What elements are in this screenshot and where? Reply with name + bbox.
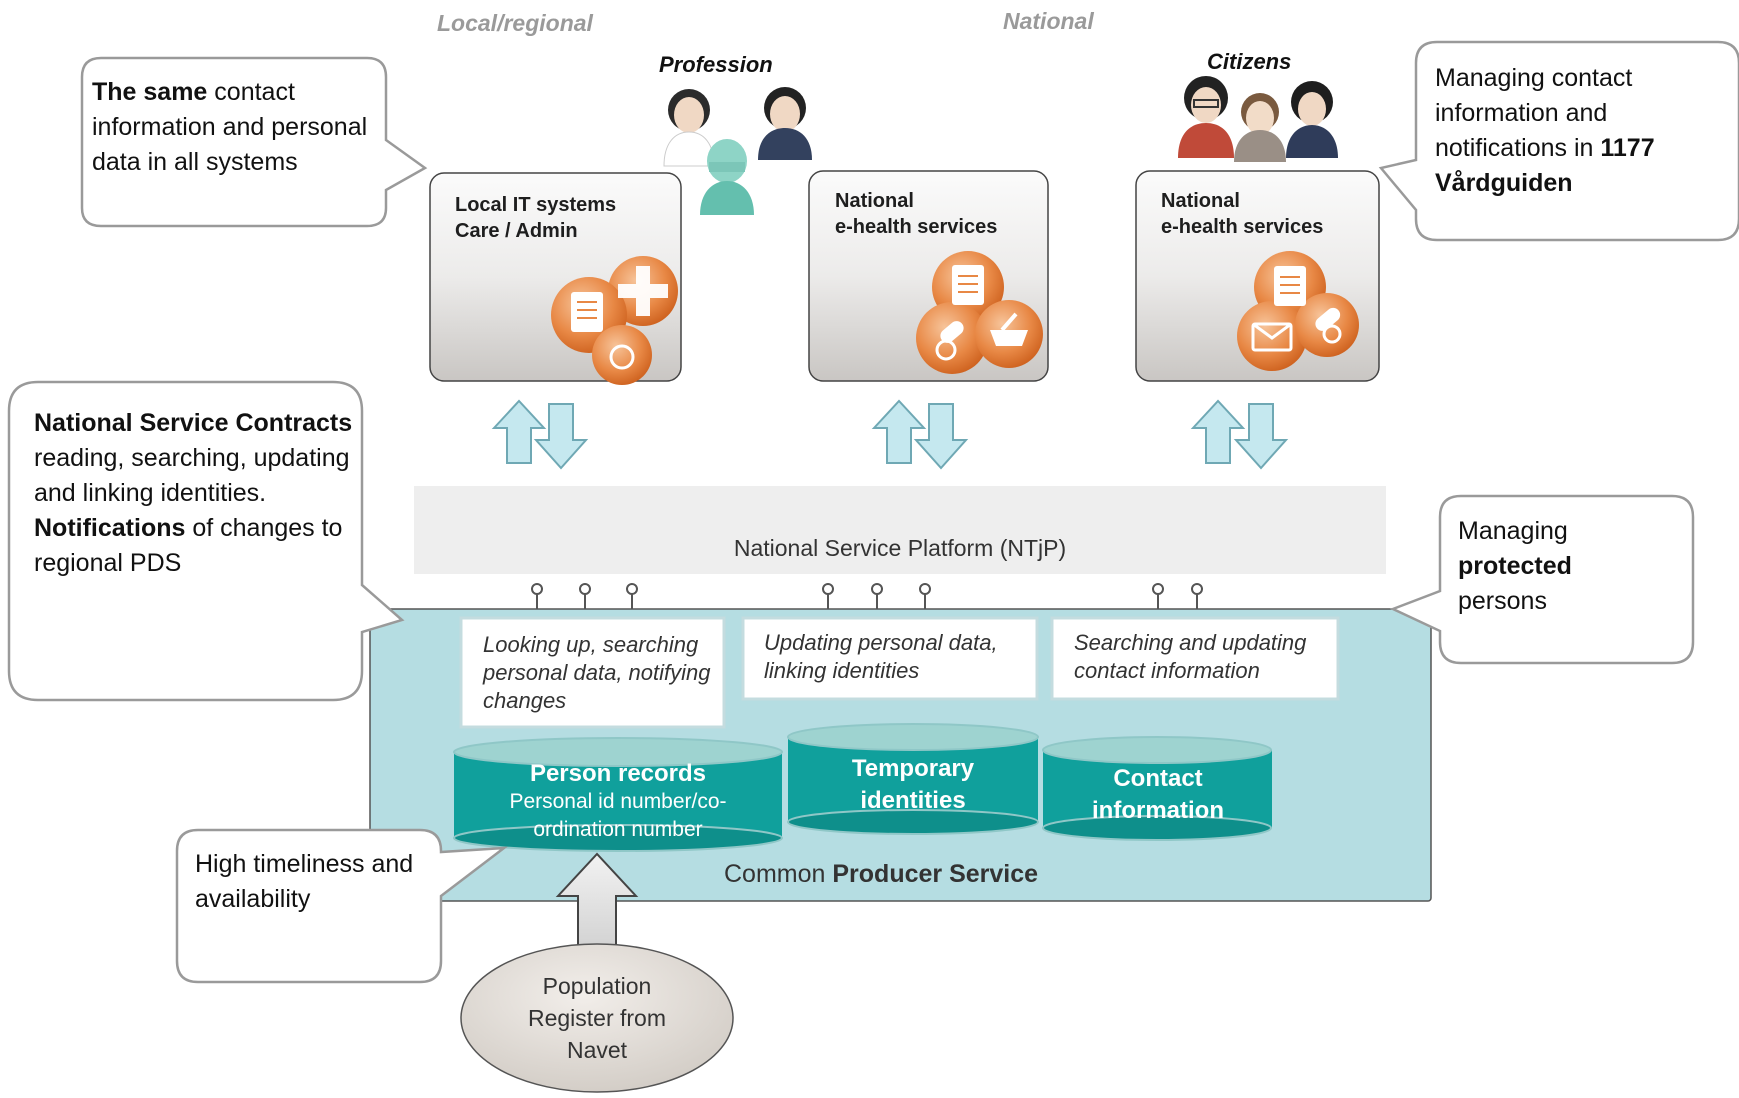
service-box-2 <box>741 616 1039 701</box>
service-text-3: Searching and updating contact informati… <box>1074 630 1307 683</box>
person-records-db <box>453 737 783 852</box>
arrows-national-1 <box>871 399 969 470</box>
arrows-local <box>491 399 589 470</box>
population-register-label: Population Register from Navet <box>527 973 667 1063</box>
local-it-line1: Local IT systems <box>455 194 617 216</box>
group-profession: Profession <box>659 52 773 77</box>
person-records-label: Person records Personal id number/co-ord… <box>470 760 766 844</box>
service-text-2: Updating personal data, linking identiti… <box>764 630 998 683</box>
callout-managing-contact-text: Managing contact information and notific… <box>1435 61 1725 201</box>
national-ehealth-1-line1: National <box>835 190 914 212</box>
callout-timeliness-text: High timeliness and availability <box>195 850 414 913</box>
header-local-regional: Local/regional <box>437 10 593 36</box>
callout-same-text: The same contact information and persona… <box>92 75 374 180</box>
person-records-title: Person records <box>529 760 707 787</box>
callout-managing-contact-bold: 1177 Vårdguiden <box>1435 134 1655 197</box>
callout-same-rest: contact information and personal data in… <box>92 78 368 176</box>
service-text-1: Looking up, searching personal data, not… <box>483 632 711 713</box>
callout-protected-bold: protected <box>1458 552 1572 580</box>
platform-label: National Service Platform (NTjP) <box>733 535 1067 561</box>
local-it-label: Local IT systems Care / Admin <box>455 192 616 244</box>
callout-contracts-text: National Service Contracts reading, searc… <box>34 406 360 581</box>
header-national: National <box>1003 8 1094 34</box>
person-records-sub: Personal id number/co-ordination number <box>509 790 727 841</box>
callout-timeliness-bubble <box>175 828 509 984</box>
callout-same-bubble <box>80 56 428 228</box>
callout-contracts-bubble <box>7 380 405 702</box>
callout-managing-contact-plain: Managing contact information and notific… <box>1435 64 1633 162</box>
connectors <box>531 583 1203 609</box>
service-box-1 <box>459 616 726 729</box>
national-ehealth-label-2: National e-health services <box>1161 188 1323 240</box>
callout-managing-contact-bubble <box>1378 40 1739 242</box>
callout-contracts-bold2: Notifications <box>34 514 186 542</box>
profession-people-icon <box>663 87 812 215</box>
group-citizens: Citizens <box>1207 49 1292 74</box>
citizens-people-icon <box>1178 76 1338 162</box>
medical-icons-national-2 <box>1237 251 1359 371</box>
callout-contracts-bold1: National Service Contracts <box>34 409 353 437</box>
service-box-3 <box>1050 616 1340 701</box>
arrows-national-2 <box>1190 399 1289 470</box>
callout-contracts-text2: of changes to regional PDS <box>34 514 343 577</box>
callout-same-bold: The same <box>92 78 208 106</box>
local-it-line2: Care / Admin <box>455 220 578 242</box>
national-ehealth-1-line2: e-health services <box>835 216 998 238</box>
callout-protected-plain2: persons <box>1458 587 1547 615</box>
contact-information-db <box>1042 736 1272 841</box>
medical-icons-national-1 <box>916 251 1043 374</box>
callout-protected-bubble <box>1389 494 1695 665</box>
population-up-arrow <box>555 852 639 959</box>
callout-protected-text: Managing protected persons <box>1458 514 1678 619</box>
producer-service-label: Common Producer Service <box>724 860 1038 889</box>
temporary-identities-db <box>787 723 1039 835</box>
national-ehealth-2-line1: National <box>1161 190 1240 212</box>
platform-band <box>414 486 1386 574</box>
national-ehealth-label-1: National e-health services <box>835 188 997 240</box>
callout-protected-plain: Managing <box>1458 517 1568 545</box>
population-register-oval <box>460 943 734 1093</box>
callout-contracts-text1: reading, searching, updating and linking… <box>34 444 350 507</box>
producer-bold: Producer Service <box>832 860 1039 888</box>
medical-icons-local <box>551 256 678 385</box>
producer-prefix: Common <box>724 860 833 888</box>
temporary-identities-label: Temporary identities <box>851 755 975 814</box>
national-ehealth-2-line2: e-health services <box>1161 216 1324 238</box>
contact-information-label: Contact information <box>1092 765 1224 824</box>
